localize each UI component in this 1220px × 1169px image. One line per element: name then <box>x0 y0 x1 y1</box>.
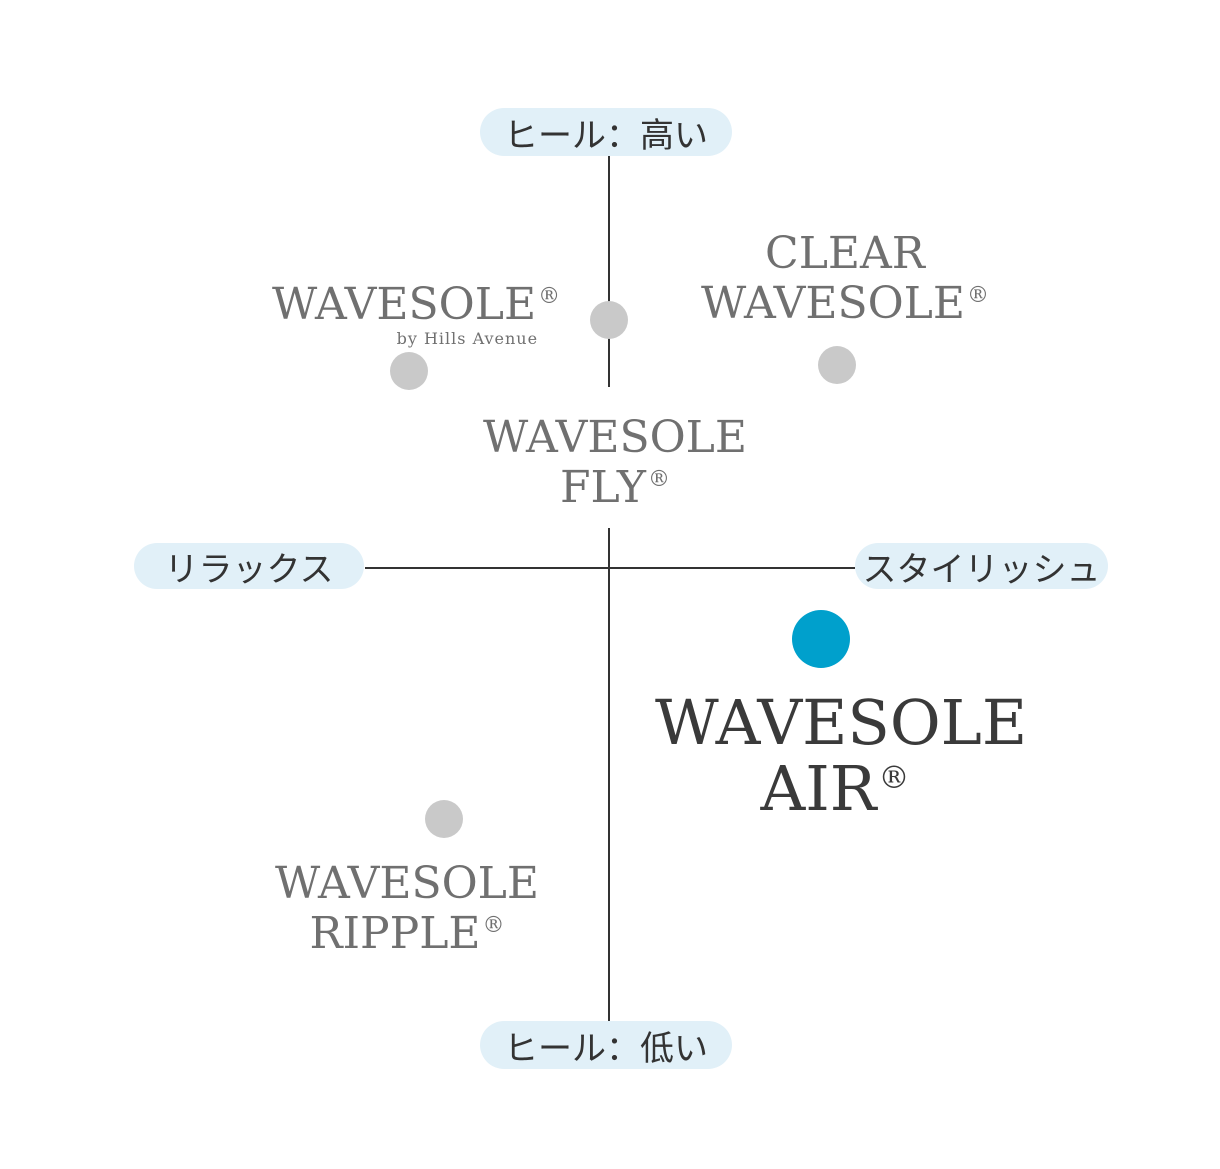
axis-label-heel-high: ヒール：高い <box>480 108 732 156</box>
product-dot-wavesole-ripple <box>425 800 463 838</box>
horizontal-axis <box>365 567 855 569</box>
product-dot-clear-wavesole <box>818 346 856 384</box>
vertical-axis-bottom <box>608 528 610 1021</box>
axis-label-heel-low: ヒール：低い <box>480 1021 732 1069</box>
axis-label-stylish: スタイリッシュ <box>855 543 1108 590</box>
product-subline: by Hills Avenue <box>396 329 539 348</box>
product-label-clear-wavesole: CLEAR WAVESOLE® <box>700 228 990 329</box>
product-label-wavesole-air: WAVESOLE AIR® <box>655 686 1028 825</box>
axis-label-relax: リラックス <box>134 543 364 590</box>
product-label-wavesole-hills: WAVESOLE® by Hills Avenue <box>272 279 561 348</box>
product-dot-wavesole-fly <box>590 301 628 339</box>
product-dot-wavesole-air <box>792 610 850 668</box>
product-label-wavesole-ripple: WAVESOLE RIPPLE® <box>274 858 540 959</box>
vertical-axis-top <box>608 155 610 387</box>
product-label-wavesole-fly: WAVESOLE FLY® <box>482 412 748 513</box>
product-dot-wavesole-hills <box>390 352 428 390</box>
